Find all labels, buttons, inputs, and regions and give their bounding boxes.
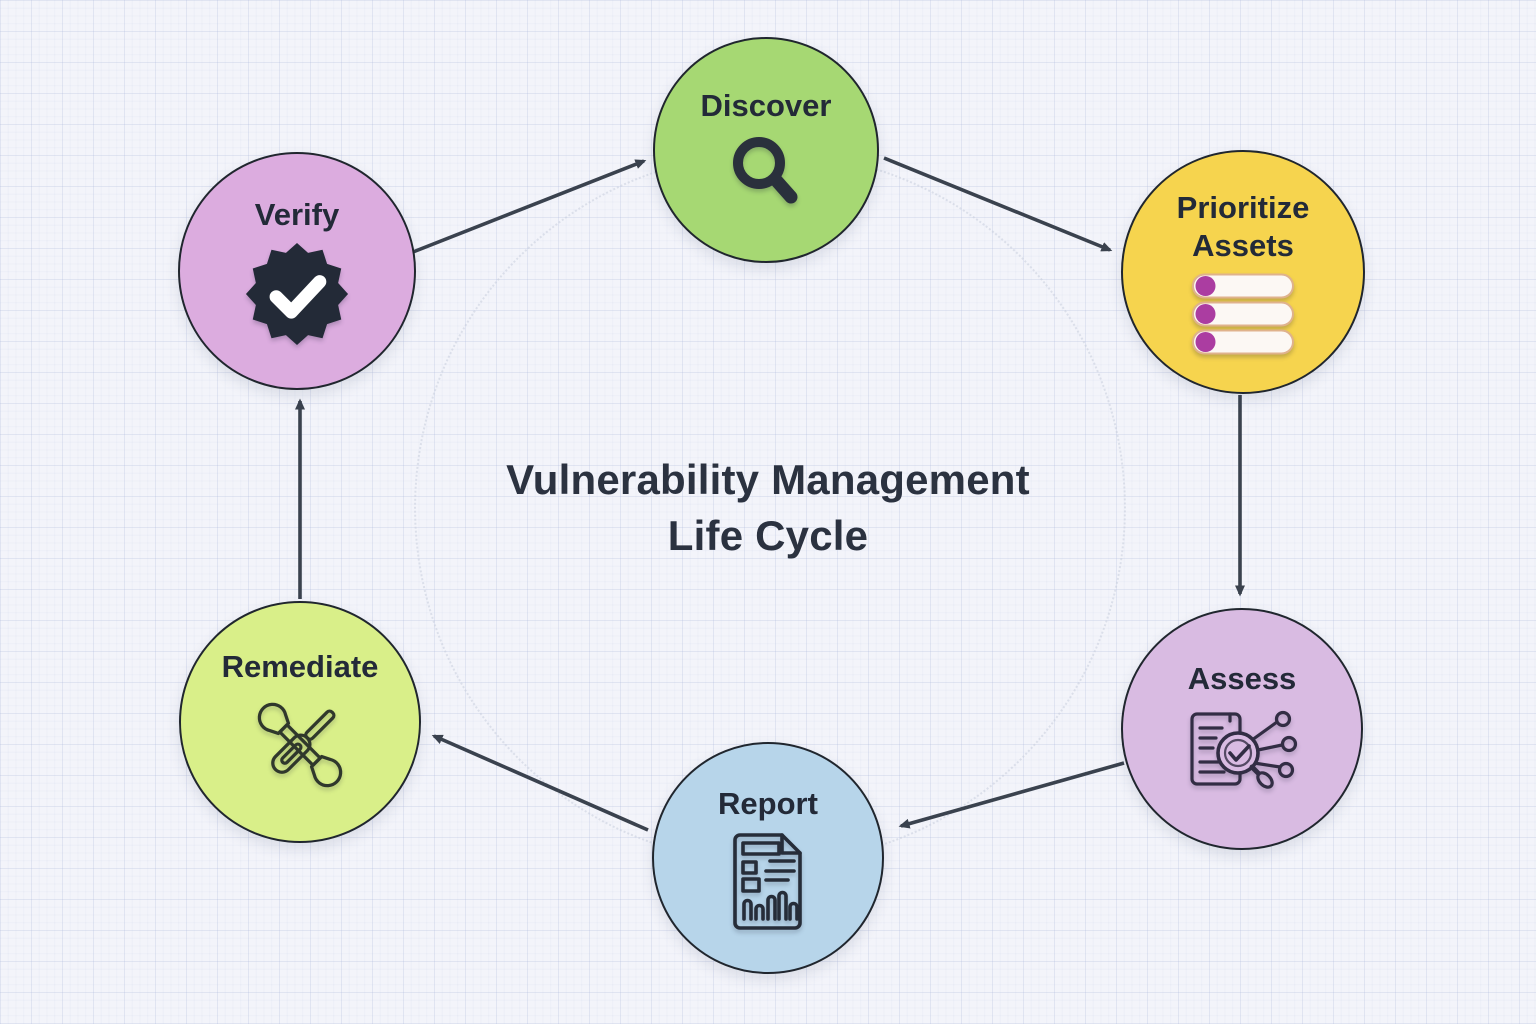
document-scan-icon — [1186, 706, 1298, 798]
node-discover: Discover — [653, 37, 879, 263]
node-remediate-label: Remediate — [221, 648, 379, 684]
node-verify-label: Verify — [254, 196, 340, 232]
verified-badge-icon — [245, 242, 349, 346]
node-discover-label: Discover — [700, 87, 832, 123]
node-prioritize-assets: Prioritize Assets — [1121, 150, 1365, 394]
crossed-tools-icon — [249, 694, 351, 796]
node-report-label: Report — [718, 785, 818, 821]
diagram-title-line2: Life Cycle — [667, 511, 869, 559]
node-assess-label: Assess — [1187, 660, 1297, 696]
node-remediate: Remediate — [179, 601, 421, 843]
node-report: Report — [652, 742, 884, 974]
priority-list-icon — [1191, 273, 1295, 355]
node-assess: Assess — [1121, 608, 1363, 850]
diagram-title: Vulnerability Management Life Cycle — [368, 452, 1168, 564]
report-chart-icon — [726, 831, 810, 931]
node-prioritize-assets-label: Prioritize Assets — [1176, 190, 1310, 263]
diagram-title-line1: Vulnerability Management — [506, 456, 1030, 503]
node-verify: Verify — [178, 152, 416, 390]
magnifier-icon — [726, 133, 806, 213]
